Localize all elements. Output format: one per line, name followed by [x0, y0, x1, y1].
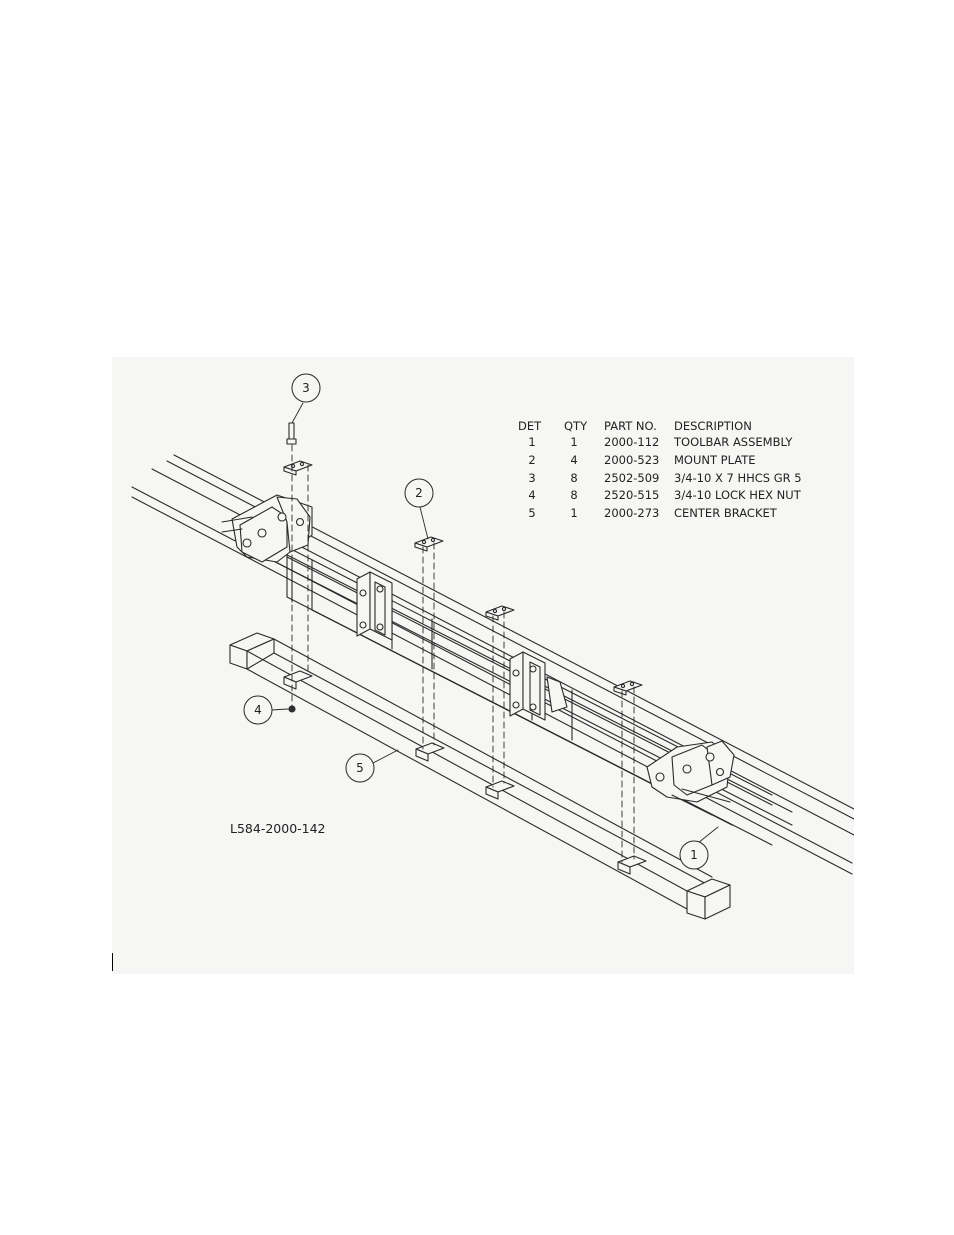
bom-row-part: 2520-515 — [604, 488, 659, 502]
callout-3-label: 3 — [302, 381, 310, 395]
bom-header-desc: DESCRIPTION — [674, 419, 752, 433]
bracket-saddle — [618, 856, 646, 874]
bill-of-materials: DET QTY PART NO. DESCRIPTION 1 1 2000-11… — [518, 419, 802, 520]
center-clamp-left — [357, 572, 392, 640]
exploded-assembly-drawing: 3 2 4 5 1 L584-2000-142 DET QTY PART NO.… — [112, 357, 854, 974]
bom-row-det: 3 — [528, 471, 535, 485]
callout-4-label: 4 — [254, 703, 262, 717]
bom-row-part: 2000-273 — [604, 506, 659, 520]
mount-plate — [486, 606, 514, 620]
bom-row-desc: CENTER BRACKET — [674, 506, 778, 520]
mount-plate — [614, 681, 642, 695]
bom-header-qty: QTY — [564, 419, 588, 433]
bom-row-qty: 1 — [570, 435, 577, 449]
bom-row-det: 2 — [528, 453, 535, 467]
bom-row-desc: MOUNT PLATE — [674, 453, 756, 467]
bom-row-qty: 1 — [570, 506, 577, 520]
bom-row-desc: TOOLBAR ASSEMBLY — [673, 435, 793, 449]
mount-plate — [415, 537, 443, 551]
callout-5-label: 5 — [356, 761, 364, 775]
bom-row-desc: 3/4-10 LOCK HEX NUT — [674, 488, 802, 502]
callout-2-label: 2 — [415, 486, 423, 500]
bom-row-det: 1 — [528, 435, 535, 449]
bom-header-part: PART NO. — [604, 419, 657, 433]
bom-row-part: 2000-112 — [604, 435, 659, 449]
bom-row-qty: 8 — [570, 488, 577, 502]
assembly-centerlines — [292, 445, 634, 862]
hex-bolt — [287, 423, 296, 444]
left-hinge-bracket — [222, 495, 312, 562]
bom-row-part: 2502-509 — [604, 471, 659, 485]
right-hinge-bracket — [647, 741, 734, 815]
bom-row-det: 5 — [528, 506, 535, 520]
bom-row-qty: 4 — [570, 453, 577, 467]
bom-row-det: 4 — [528, 488, 535, 502]
bom-row-part: 2000-523 — [604, 453, 659, 467]
margin-rule — [112, 953, 113, 971]
bom-row-qty: 8 — [570, 471, 577, 485]
drawing-number: L584-2000-142 — [230, 821, 326, 836]
bom-header-det: DET — [518, 419, 542, 433]
callout-1-label: 1 — [690, 848, 698, 862]
bom-row-desc: 3/4-10 X 7 HHCS GR 5 — [674, 471, 802, 485]
center-clamp-right — [510, 652, 567, 720]
